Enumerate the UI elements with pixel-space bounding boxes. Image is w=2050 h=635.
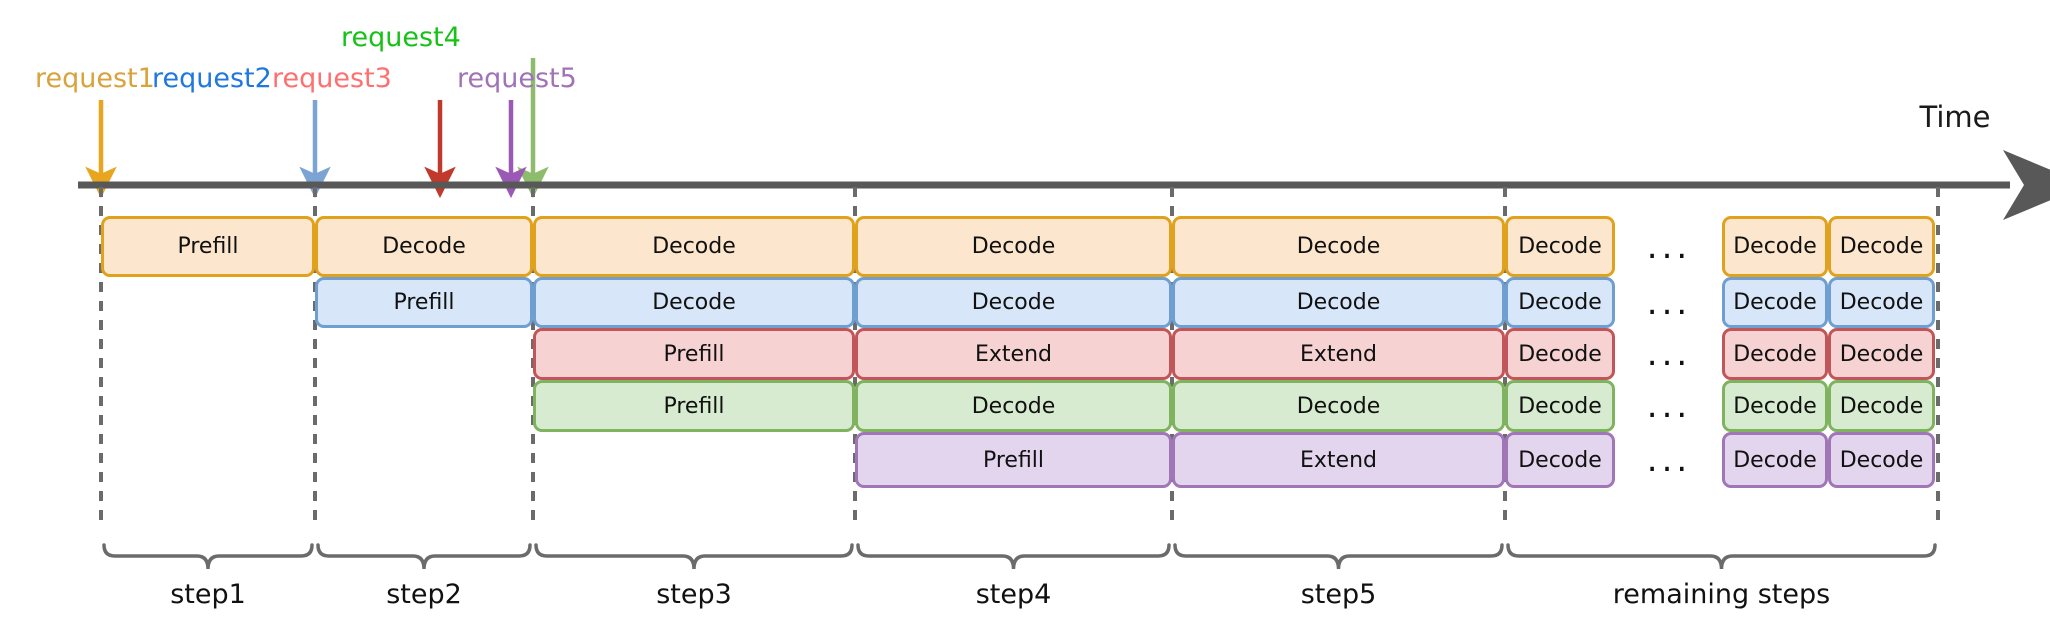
row-ellipsis: ... <box>1646 440 1692 480</box>
cell-request4-decode[interactable]: Decode <box>1505 380 1615 432</box>
row-ellipsis: ... <box>1646 282 1692 323</box>
cell-request3-decode[interactable]: Decode <box>1722 328 1828 380</box>
step-brace-3 <box>856 543 1171 570</box>
cell-request4-decode[interactable]: Decode <box>855 380 1172 432</box>
cell-request1-decode[interactable]: Decode <box>1172 216 1505 277</box>
cell-request4-prefill[interactable]: Prefill <box>533 380 855 432</box>
request-label-request2: request2 <box>152 63 272 94</box>
step-brace-5 <box>1506 543 1937 570</box>
request-label-request5: request5 <box>457 63 577 94</box>
cell-request1-decode[interactable]: Decode <box>315 216 533 277</box>
cell-request1-decode[interactable]: Decode <box>855 216 1172 277</box>
cell-request5-prefill[interactable]: Prefill <box>855 432 1172 488</box>
step-brace-2 <box>534 543 854 570</box>
cell-request5-extend[interactable]: Extend <box>1172 432 1505 488</box>
step-brace-1 <box>316 543 532 570</box>
row-ellipsis: ... <box>1646 226 1692 267</box>
cell-request3-extend[interactable]: Extend <box>855 328 1172 380</box>
cell-request4-decode[interactable]: Decode <box>1722 380 1828 432</box>
request-label-request3: request3 <box>272 63 392 94</box>
cell-request3-decode[interactable]: Decode <box>1828 328 1935 380</box>
row-ellipsis: ... <box>1646 386 1692 426</box>
cell-request5-decode[interactable]: Decode <box>1722 432 1828 488</box>
cell-request3-prefill[interactable]: Prefill <box>533 328 855 380</box>
cell-request4-decode[interactable]: Decode <box>1828 380 1935 432</box>
time-axis-label: Time <box>1919 100 1991 134</box>
cell-request1-decode[interactable]: Decode <box>1505 216 1615 277</box>
cell-request2-decode[interactable]: Decode <box>855 277 1172 328</box>
cell-request2-decode[interactable]: Decode <box>1722 277 1828 328</box>
step-brace-4 <box>1173 543 1504 570</box>
cell-request2-decode[interactable]: Decode <box>533 277 855 328</box>
cell-request3-extend[interactable]: Extend <box>1172 328 1505 380</box>
cell-request1-decode[interactable]: Decode <box>1828 216 1935 277</box>
row-ellipsis: ... <box>1646 334 1692 374</box>
cell-request5-decode[interactable]: Decode <box>1828 432 1935 488</box>
cell-request2-decode[interactable]: Decode <box>1505 277 1615 328</box>
step-brace-group <box>102 543 1937 570</box>
step-label-3: step4 <box>975 579 1052 610</box>
cell-request2-prefill[interactable]: Prefill <box>315 277 533 328</box>
cell-request4-decode[interactable]: Decode <box>1172 380 1505 432</box>
step-label-5: remaining steps <box>1612 579 1831 610</box>
request-label-request4: request4 <box>341 22 461 53</box>
request-label-request1: request1 <box>35 63 155 94</box>
request-arrow-group <box>85 58 549 199</box>
step-label-1: step2 <box>386 579 462 610</box>
step-brace-0 <box>102 543 314 570</box>
cell-request1-decode[interactable]: Decode <box>533 216 855 277</box>
step-label-2: step3 <box>656 579 732 610</box>
step-label-0: step1 <box>170 579 246 610</box>
cell-request2-decode[interactable]: Decode <box>1828 277 1935 328</box>
cell-request5-decode[interactable]: Decode <box>1505 432 1615 488</box>
cell-request1-decode[interactable]: Decode <box>1722 216 1828 277</box>
cell-request3-decode[interactable]: Decode <box>1505 328 1615 380</box>
step-label-4: step5 <box>1300 579 1377 610</box>
cell-request1-prefill[interactable]: Prefill <box>101 216 315 277</box>
cell-request2-decode[interactable]: Decode <box>1172 277 1505 328</box>
